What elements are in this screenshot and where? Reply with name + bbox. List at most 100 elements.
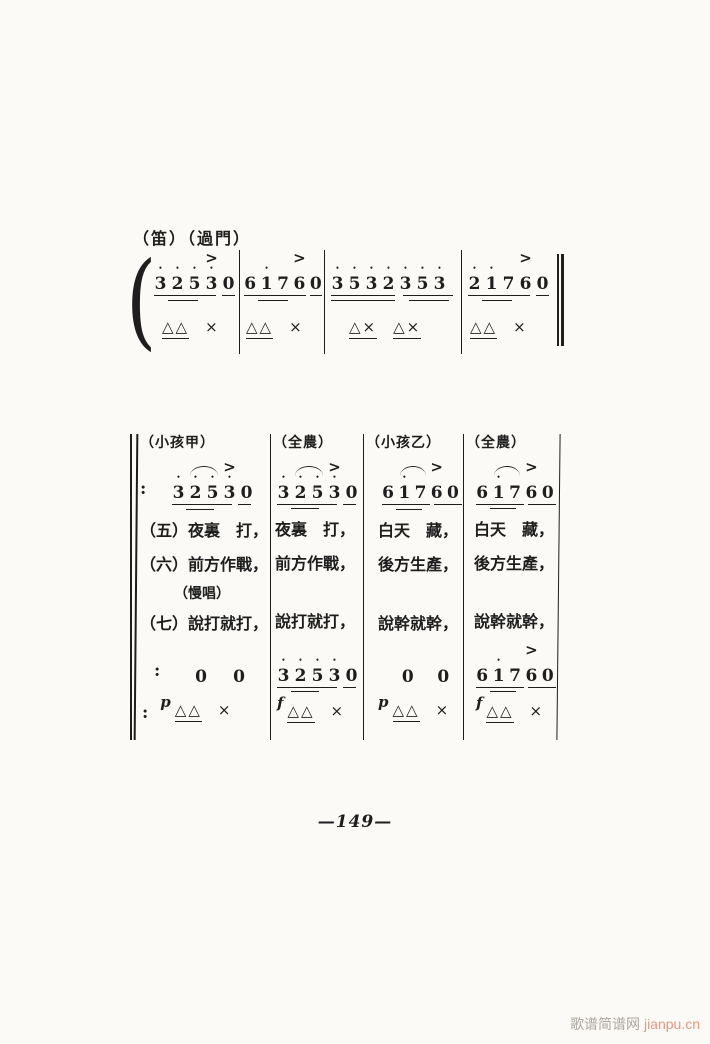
percussion-figure: △△ — [470, 318, 498, 339]
lyric-line: 白天 藏， — [474, 522, 555, 540]
opening-brace: ( — [126, 239, 157, 361]
beam-lines — [240, 294, 324, 305]
barline — [363, 434, 365, 740]
repeat-colon: : — [154, 661, 161, 682]
percussion-figures: △△× — [174, 701, 233, 723]
note: 0 — [541, 665, 554, 686]
section-label: （笛）（過門） — [133, 231, 252, 248]
percussion-figure: △△ — [174, 701, 202, 723]
note: 6 — [244, 274, 257, 294]
note: 7 — [509, 482, 521, 503]
note: 0 — [541, 482, 554, 503]
note: •3 — [365, 263, 378, 295]
note: •5 — [348, 263, 361, 295]
note: >6 — [525, 640, 538, 686]
note: •2 — [382, 263, 395, 295]
percussion-row: △△× — [146, 318, 239, 339]
note: •2 — [171, 263, 184, 295]
note: •1 — [398, 472, 411, 504]
note: •1 — [492, 471, 505, 503]
note: >•3 — [223, 458, 236, 504]
percussion-row: p △△× — [366, 693, 461, 740]
percussion-figure: △× — [349, 318, 378, 339]
note: 0 — [345, 482, 358, 503]
note: •3 — [399, 263, 412, 295]
tempo-note — [366, 584, 461, 609]
slur-arc — [494, 465, 520, 476]
lyric-line: 說幹就幹， — [378, 615, 459, 633]
note: •1 — [492, 654, 505, 686]
beam-lines — [273, 686, 361, 697]
lyric-line: 後方生產， — [378, 556, 459, 574]
tempo-note — [466, 583, 556, 608]
lyric-line: （六）前方作戰， — [140, 556, 269, 574]
beam-lines — [146, 294, 239, 305]
percussion-row: : p △△× — [140, 693, 268, 740]
watermark-site-link[interactable]: jianpu.cn — [643, 1016, 700, 1032]
slur-arc — [190, 466, 218, 476]
beam-lines — [325, 294, 461, 305]
lyric-line: （七）說打就打， — [140, 615, 269, 633]
note: •5 — [206, 472, 219, 504]
percussion-figure: × — [529, 701, 545, 720]
note: •3 — [331, 263, 344, 295]
beam-lines — [462, 294, 556, 305]
note: >6 — [519, 249, 532, 295]
lyric-line: （五）夜裏 打， — [140, 523, 269, 541]
percussion-figure: △△ — [246, 318, 274, 339]
voice-label: （小孩乙） — [366, 436, 441, 451]
percussion-row: f △△× — [466, 694, 556, 740]
note: •3 — [154, 263, 167, 295]
note: 7 — [414, 483, 427, 504]
note: 0 — [345, 665, 358, 686]
beam-lines — [273, 503, 361, 514]
beam-lines — [466, 503, 556, 514]
slur-arc — [400, 466, 426, 476]
note: •5 — [311, 471, 324, 503]
note: •3 — [277, 471, 290, 503]
note: 6 — [382, 483, 395, 504]
lyric-line: 夜裏 打， — [275, 522, 356, 540]
dynamic-mark: p — [160, 693, 171, 712]
beam-lines — [366, 503, 462, 514]
percussion-row: △△ × — [462, 318, 556, 339]
repeat-barline — [130, 434, 133, 740]
note: >•3 — [328, 457, 341, 503]
percussion-figures: △△× — [287, 702, 345, 723]
voice-label: （小孩甲） — [140, 436, 215, 451]
barline — [556, 434, 561, 740]
percussion-figure: △△ — [486, 702, 514, 723]
voice-label: （全農） — [273, 436, 333, 451]
percussion-row: △×△× — [325, 318, 461, 339]
percussion-figure: △△ — [162, 318, 190, 339]
note: 0 — [233, 667, 245, 688]
beam-lines — [466, 686, 556, 697]
note: 0 — [240, 483, 253, 504]
percussion-figure: × — [330, 701, 346, 720]
lyric-line: 說幹就幹， — [474, 614, 555, 632]
note: 0 — [437, 667, 450, 688]
note: 6 — [476, 665, 489, 686]
watermark: 歌谱简谱网 jianpu.cn — [570, 1014, 700, 1034]
voice-label: （全農） — [466, 436, 526, 451]
watermark-site-name: 歌谱简谱网 — [570, 1016, 641, 1032]
barline — [463, 434, 465, 740]
percussion-figure: × — [513, 318, 528, 336]
lyric-line: 前方作戰， — [275, 555, 356, 573]
slur-arc — [295, 465, 323, 476]
beam-lines — [140, 503, 268, 514]
note-row: •3•5•3•2•3•5•3 — [325, 252, 461, 295]
page-number: —149— — [317, 812, 393, 832]
